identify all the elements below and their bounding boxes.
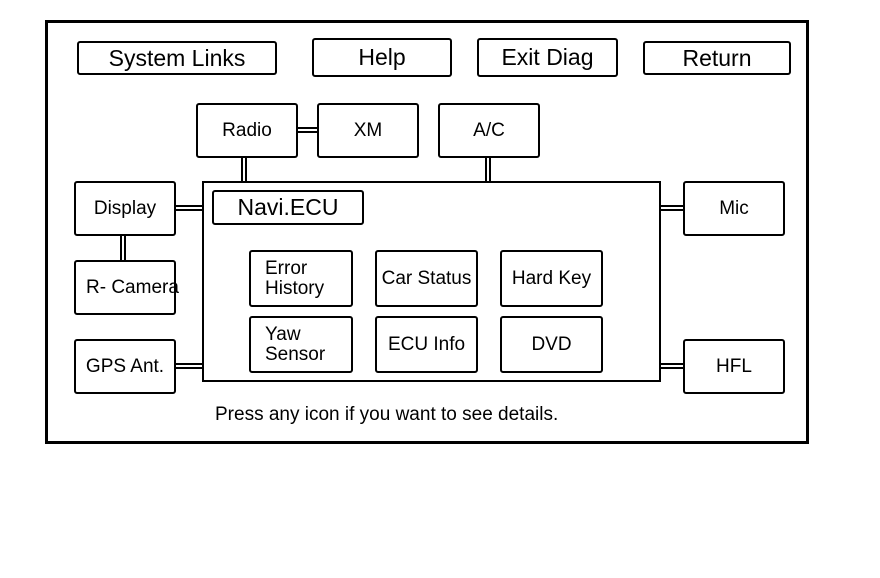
help-button[interactable]: Help — [312, 38, 452, 77]
display-camera-connector — [120, 236, 126, 260]
yaw-sensor-button[interactable]: Yaw Sensor — [249, 316, 353, 373]
exit-diag-button[interactable]: Exit Diag — [477, 38, 618, 77]
ac-node[interactable]: A/C — [438, 103, 540, 158]
error-history-line-2: History — [265, 277, 325, 299]
error-history-line-1: Error — [265, 257, 308, 279]
r-camera-node[interactable]: R- Camera — [74, 260, 179, 315]
radio-node[interactable]: Radio — [196, 103, 298, 158]
xm-node[interactable]: XM — [317, 103, 419, 158]
dvd-button[interactable]: DVD — [500, 316, 603, 373]
hfl-ecu-connector — [661, 363, 683, 369]
radio-xm-connector — [298, 127, 317, 133]
gps-ant-node[interactable]: GPS Ant. — [74, 339, 176, 394]
mic-node[interactable]: Mic — [683, 181, 785, 236]
return-button[interactable]: Return — [643, 41, 791, 75]
yaw-sensor-line-2: Sensor — [265, 343, 326, 365]
ac-ecu-connector — [485, 158, 491, 181]
hard-key-button[interactable]: Hard Key — [500, 250, 603, 307]
instruction-text: Press any icon if you want to see detail… — [215, 404, 559, 425]
display-ecu-connector — [176, 205, 202, 211]
diagnostic-screen-frame — [45, 20, 809, 444]
display-node[interactable]: Display — [74, 181, 176, 236]
error-history-button[interactable]: Error History — [249, 250, 353, 307]
mic-ecu-connector — [661, 205, 683, 211]
navi-ecu-title[interactable]: Navi.ECU — [212, 190, 364, 225]
system-links-button[interactable]: System Links — [77, 41, 277, 75]
gps-ecu-connector — [176, 363, 202, 369]
car-status-button[interactable]: Car Status — [375, 250, 478, 307]
yaw-sensor-line-1: Yaw — [265, 323, 301, 345]
ecu-info-button[interactable]: ECU Info — [375, 316, 478, 373]
hfl-node[interactable]: HFL — [683, 339, 785, 394]
navi-ecu-panel — [202, 181, 661, 382]
radio-ecu-connector — [241, 158, 247, 181]
